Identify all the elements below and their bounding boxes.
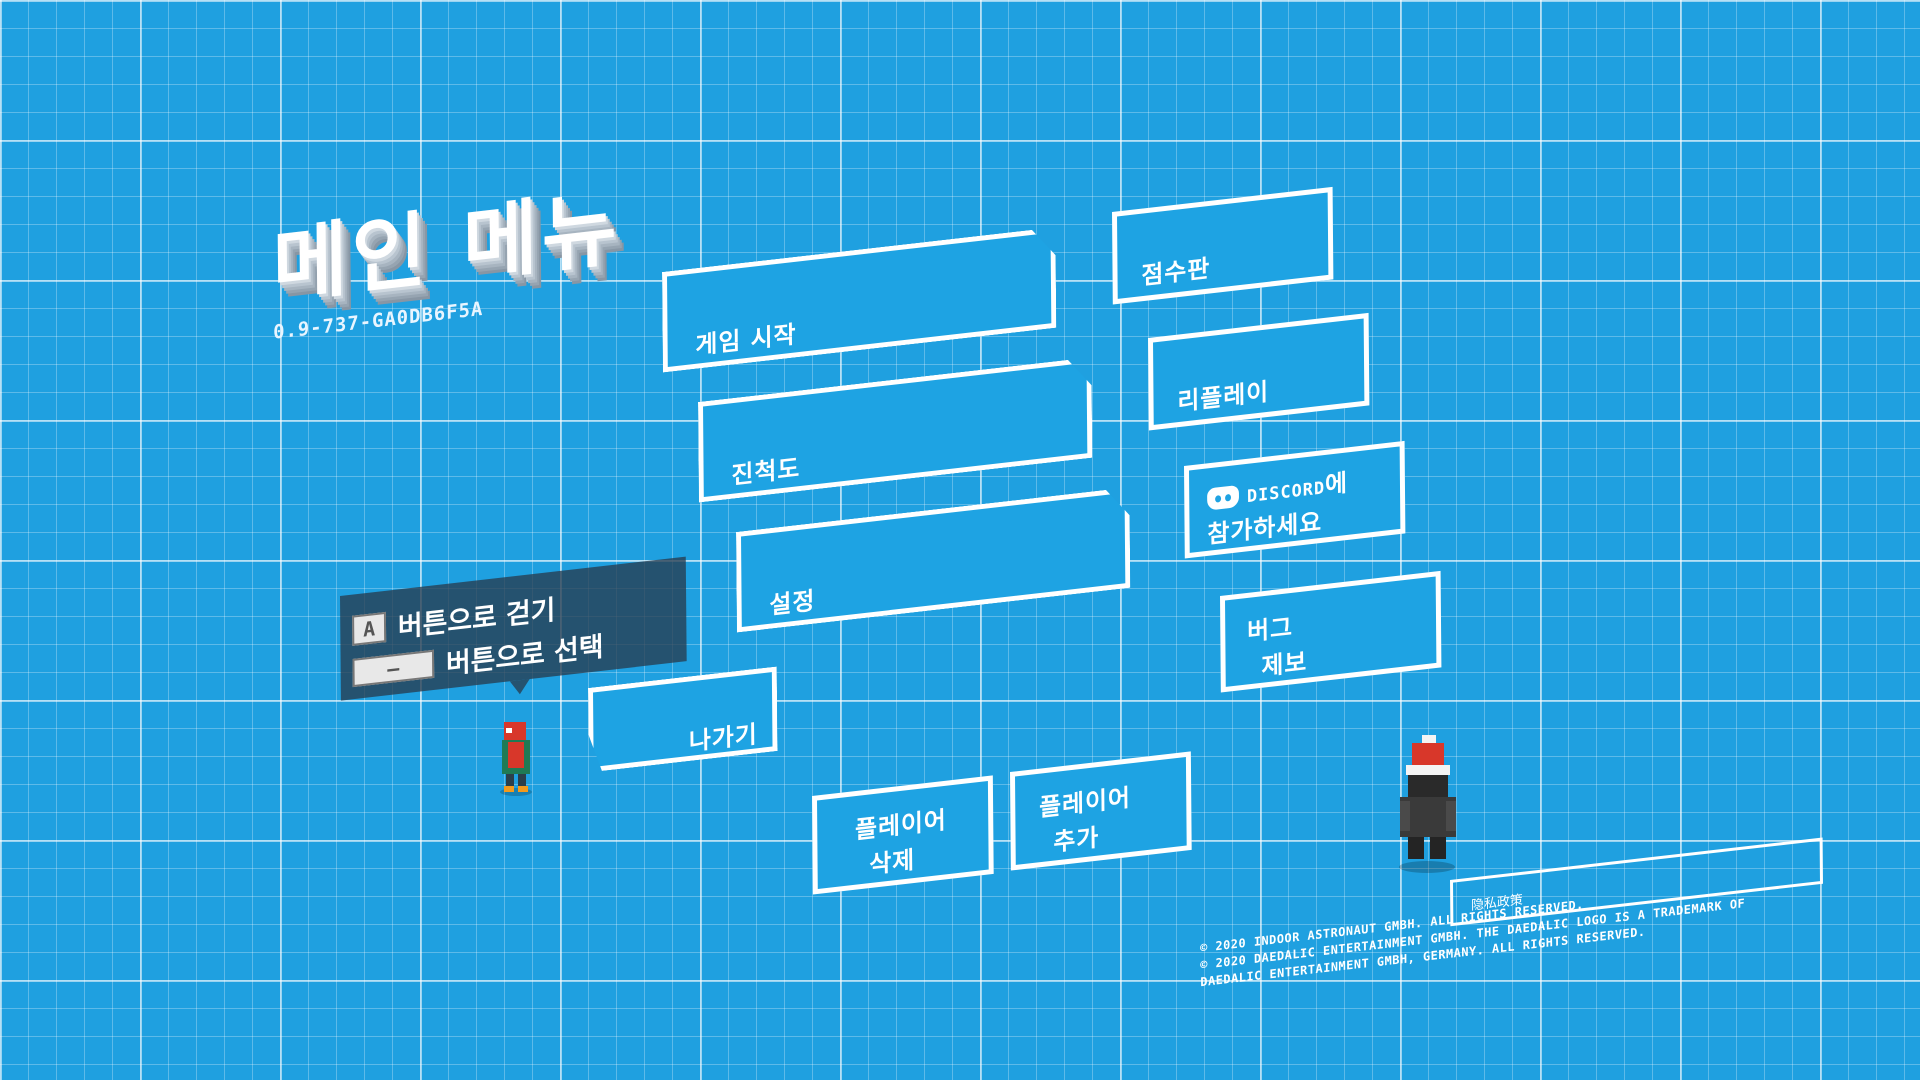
replay-label: 리플레이	[1177, 377, 1270, 417]
progress-button[interactable]: 진척도	[698, 357, 1092, 502]
bug-report-button[interactable]: 버그 제보	[1220, 570, 1442, 693]
add-player-button[interactable]: 플레이어 추가	[1010, 751, 1192, 871]
controls-hint: A 버튼으로 걷기 — 버튼으로 선택	[340, 556, 687, 701]
remove-player-button[interactable]: 플레이어 삭제	[812, 775, 994, 895]
start-game-label: 게임 시작	[695, 320, 797, 360]
add-player-label-line1: 플레이어	[1039, 783, 1132, 823]
a-key-icon: A	[352, 611, 387, 646]
leaderboard-label: 점수판	[1141, 254, 1211, 291]
bug-report-label-line1: 버그	[1247, 612, 1294, 647]
replay-button[interactable]: 리플레이	[1148, 312, 1370, 431]
penguin-character-icon	[500, 722, 532, 796]
discord-suffix: 에	[1324, 468, 1349, 500]
remove-player-label-line1: 플레이어	[854, 805, 947, 845]
santa-hat-character-icon	[1399, 735, 1456, 873]
add-player-label-line2: 추가	[1053, 823, 1100, 857]
settings-label: 설정	[769, 586, 816, 620]
leaderboard-button[interactable]: 점수판	[1112, 186, 1334, 305]
bug-report-label-line2: 제보	[1261, 647, 1308, 681]
exit-label: 나가기	[688, 720, 758, 756]
exit-button[interactable]: 나가기	[588, 666, 778, 772]
space-key-icon: —	[352, 649, 435, 687]
hint-tail	[509, 679, 530, 696]
settings-button[interactable]: 설정	[736, 487, 1130, 632]
progress-label: 진척도	[731, 453, 801, 490]
discord-icon	[1207, 484, 1240, 511]
title-block: 메인 메뉴 0.9-737-GA0DB6F5A	[272, 160, 621, 343]
discord-button[interactable]: DISCORD에 참가하세요	[1184, 440, 1406, 559]
start-game-button[interactable]: 게임 시작	[662, 227, 1056, 372]
remove-player-label-line2: 삭제	[869, 845, 916, 880]
